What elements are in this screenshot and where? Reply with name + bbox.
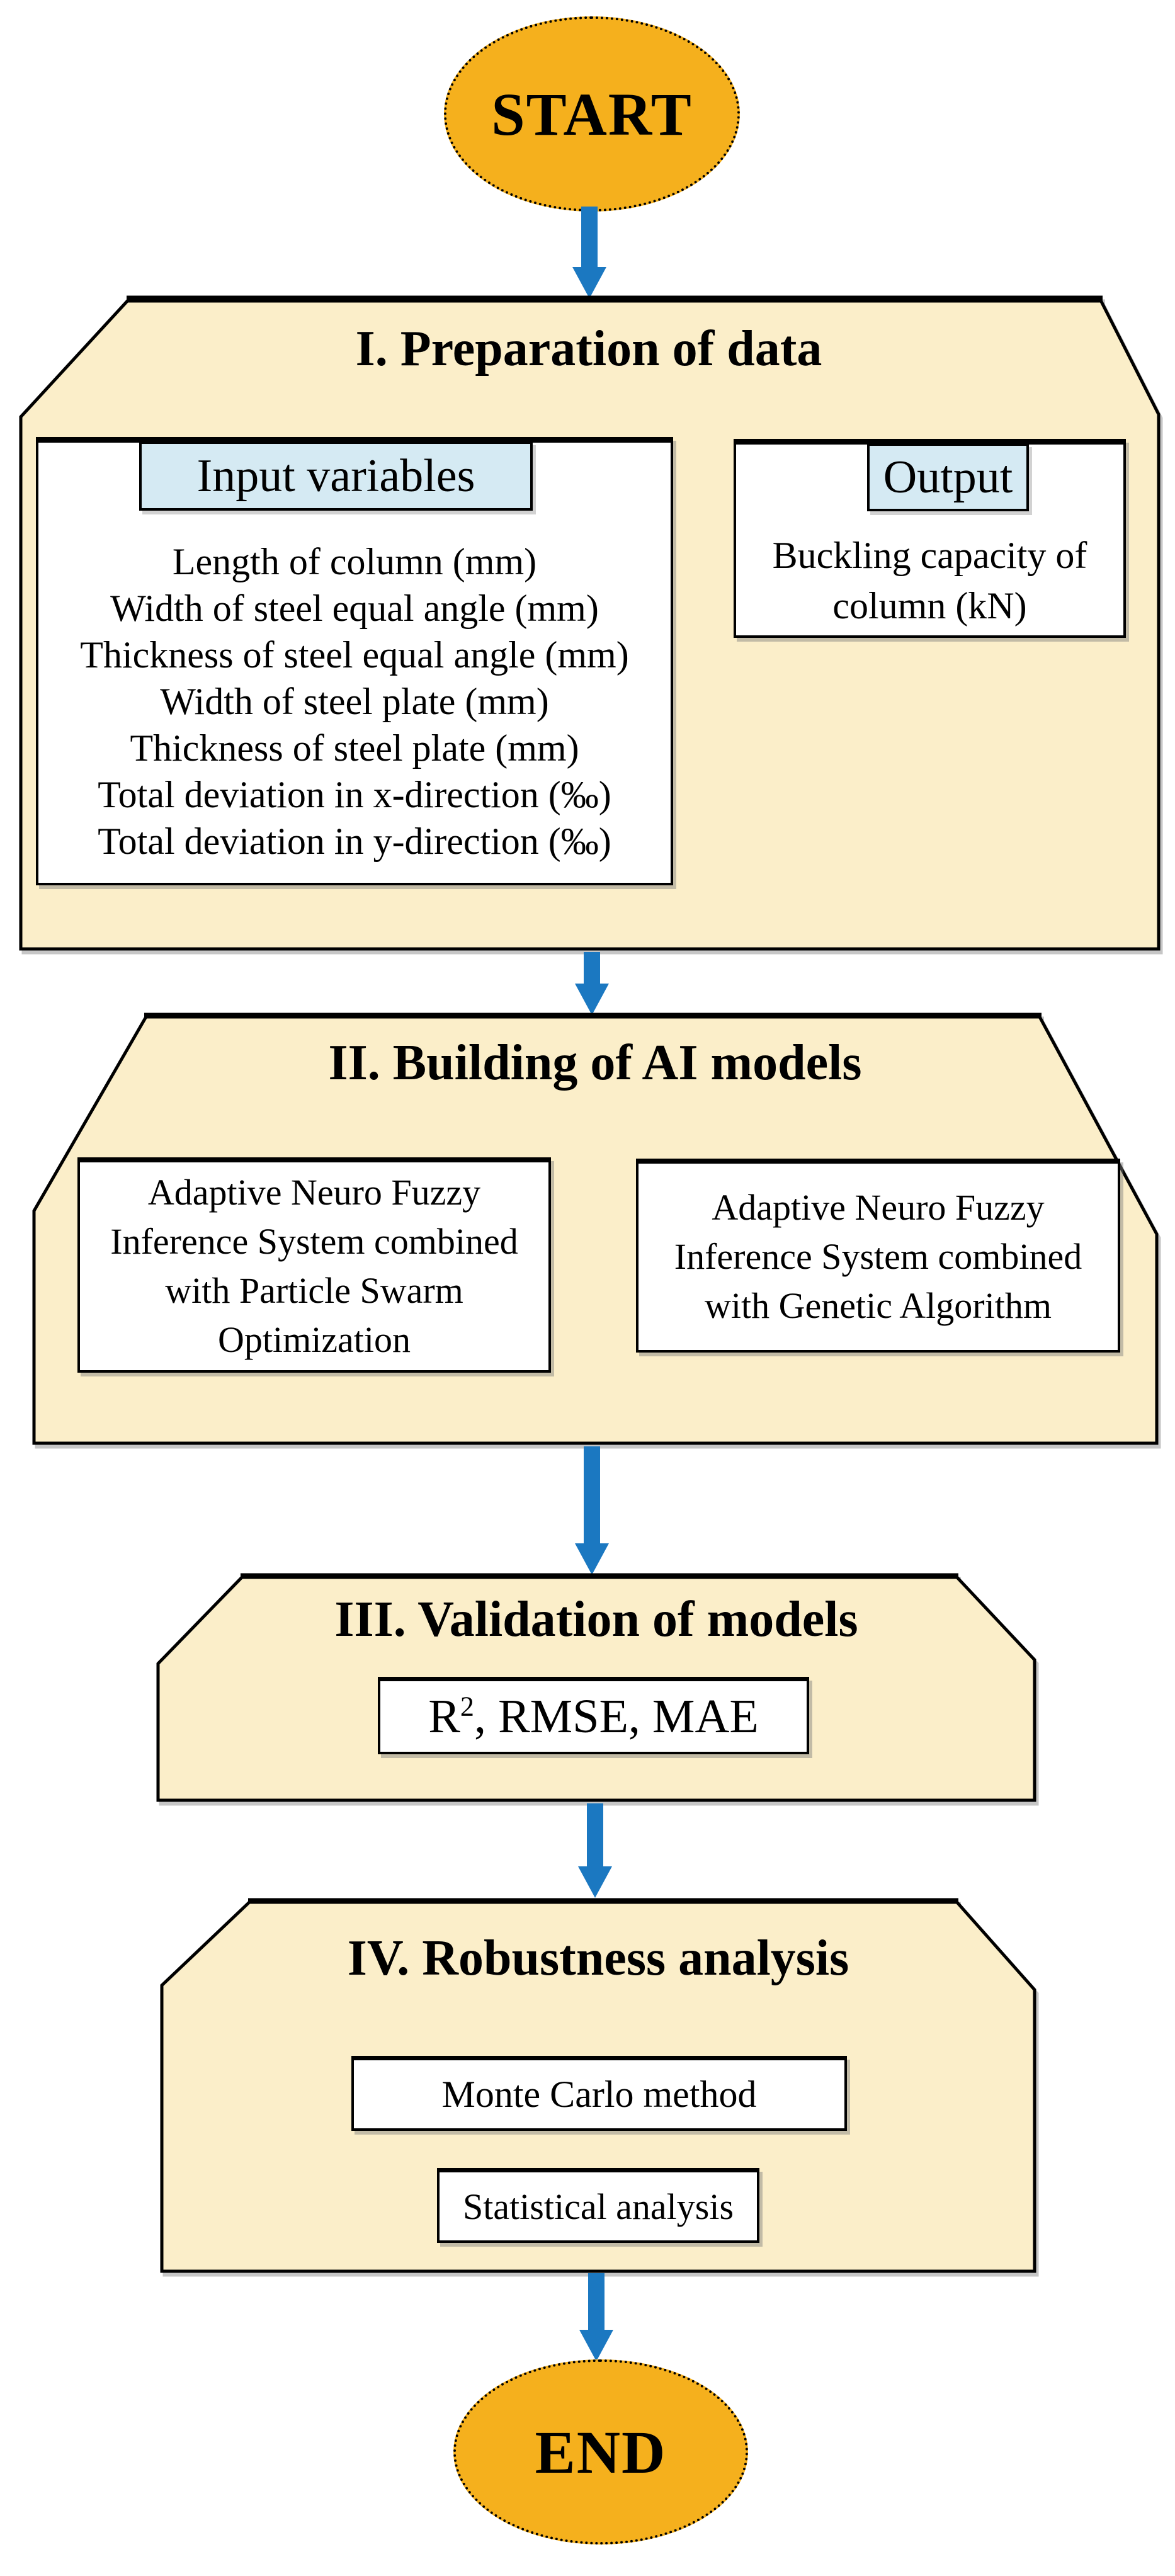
output-header-label: Output [883,451,1013,503]
arrow-down-icon [572,207,606,298]
section-preparation-title: I. Preparation of data [355,321,822,377]
input-variables-list: Length of column (mm) Width of steel equ… [41,538,668,865]
model-box-anfis-ga: Adaptive Neuro Fuzzy Inference System co… [636,1159,1120,1353]
model-anfis-ga-label: Adaptive Neuro Fuzzy Inference System co… [674,1187,1082,1326]
statistical-analysis-box: Statistical analysis [437,2168,759,2243]
input-variable-item: Total deviation in x-direction (‰) [98,774,611,815]
metrics-label: R2, RMSE, MAE [428,1689,759,1743]
arrow-down-icon [575,952,609,1015]
monte-carlo-box: Monte Carlo method [351,2056,847,2131]
metrics-box: R2, RMSE, MAE [378,1677,809,1754]
section-validation: III. Validation of models R2, RMSE, MAE [155,1573,1038,1803]
input-variable-item: Width of steel equal angle (mm) [110,587,599,629]
input-variable-item: Total deviation in y-direction (‰) [98,820,611,862]
statistical-analysis-label: Statistical analysis [462,2186,734,2227]
model-anfis-pso-label: Adaptive Neuro Fuzzy Inference System co… [110,1172,518,1360]
start-label: START [491,80,693,148]
section-preparation: I. Preparation of data Input variables L… [16,295,1162,952]
output-header: Output [867,443,1029,511]
input-variable-item: Length of column (mm) [172,541,537,582]
section-building-title: II. Building of AI models [328,1035,862,1091]
section-robustness: IV. Robustness analysis Monte Carlo meth… [159,1898,1038,2274]
output-text: Buckling capacity of column (kN) [772,535,1087,627]
arrow-down-icon [579,2273,613,2361]
section-robustness-title: IV. Robustness analysis [347,1931,849,1986]
input-variable-item: Thickness of steel equal angle (mm) [80,634,629,676]
output-box: Output Buckling capacity of column (kN) [734,439,1126,638]
input-variables-box: Input variables Length of column (mm) Wi… [36,437,673,885]
start-node: START [444,16,740,212]
input-variables-header: Input variables [139,441,533,511]
end-label: END [535,2418,667,2486]
model-box-anfis-pso: Adaptive Neuro Fuzzy Inference System co… [77,1157,551,1373]
arrow-down-icon [575,1446,609,1575]
input-variable-item: Width of steel plate (mm) [160,681,549,722]
input-variable-item: Thickness of steel plate (mm) [130,727,579,769]
input-variables-header-label: Input variables [196,450,475,502]
arrow-down-icon [578,1803,612,1898]
monte-carlo-label: Monte Carlo method [441,2073,757,2115]
end-node: END [453,2359,748,2545]
section-validation-title: III. Validation of models [334,1592,858,1647]
section-building: II. Building of AI models Adaptive Neuro… [30,1013,1160,1446]
